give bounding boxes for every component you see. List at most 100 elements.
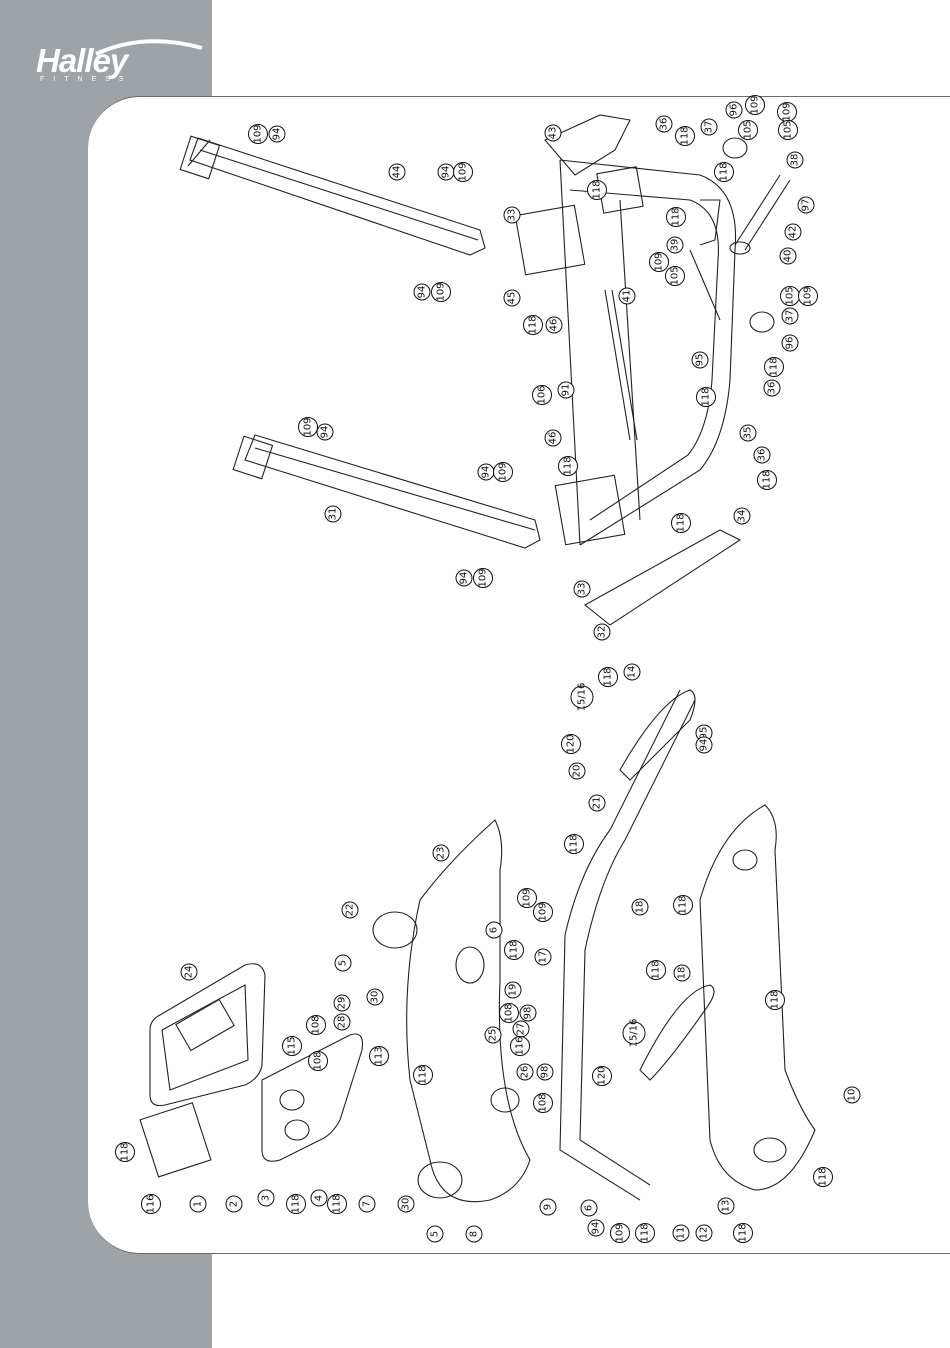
part-callout-label: 109 xyxy=(498,462,509,481)
part-callout: 94 xyxy=(477,463,495,481)
part-callout: 36 xyxy=(763,379,781,397)
part-callout: 33 xyxy=(503,206,521,224)
part-callout: 108 xyxy=(306,1015,326,1035)
grip-20 xyxy=(619,689,715,1081)
part-callout: 6 xyxy=(485,921,503,939)
main-frame-35 xyxy=(514,159,737,546)
part-callout-label: 94 xyxy=(441,166,452,179)
part-callout: 6 xyxy=(580,1199,598,1217)
part-callout: 5 xyxy=(334,954,352,972)
part-callout: 9 xyxy=(539,1198,557,1216)
part-callout-label: 94 xyxy=(699,739,710,752)
part-callout: 118 xyxy=(523,315,543,335)
part-callout-label: 37 xyxy=(785,310,796,323)
part-callout-label: 118 xyxy=(569,834,580,853)
part-callout-label: 94 xyxy=(481,466,492,479)
part-callout-label: 118 xyxy=(701,387,712,406)
part-callout: 2 xyxy=(225,1195,243,1213)
part-callout-label: 41 xyxy=(622,290,633,303)
part-callout-label: 118 xyxy=(676,513,687,532)
part-callout-label: 30 xyxy=(370,991,381,1004)
part-callout: 118 xyxy=(646,960,666,980)
part-callout: 116 xyxy=(141,1194,161,1214)
part-callout-label: 40 xyxy=(783,250,794,263)
part-callout-label: 20 xyxy=(572,765,583,778)
logo-swoosh-icon xyxy=(95,39,203,56)
part-callout-label: 18 xyxy=(677,967,688,980)
part-callout-label: 118 xyxy=(738,1223,749,1242)
part-callout: 120 xyxy=(592,1066,612,1086)
wheel-37-top xyxy=(722,137,748,159)
part-callout: 30 xyxy=(397,1195,415,1213)
part-callout-label: 23 xyxy=(436,847,447,860)
part-callout: 36 xyxy=(655,115,673,133)
part-callout: 18 xyxy=(631,898,649,916)
part-callout: 27 xyxy=(512,1020,530,1038)
part-callout: 10 xyxy=(843,1086,861,1104)
part-callout-label: 94 xyxy=(272,128,283,141)
part-callout: 95 xyxy=(691,351,709,369)
part-callout: 118 xyxy=(675,126,695,146)
part-callout: 29 xyxy=(333,994,351,1012)
part-callout-label: 98 xyxy=(540,1066,551,1079)
part-callout-label: 3 xyxy=(261,1195,272,1201)
part-callout: 115 xyxy=(282,1036,302,1056)
part-callout-label: 36 xyxy=(767,382,778,395)
part-callout-label: 105 xyxy=(783,120,794,139)
part-callout: 109 xyxy=(777,102,797,122)
part-callout: 46 xyxy=(544,429,562,447)
part-callout-label: 108 xyxy=(538,1093,549,1112)
speaker-cover-4 xyxy=(261,1033,364,1162)
part-callout-label: 27 xyxy=(516,1023,527,1036)
shroud-9 xyxy=(406,819,531,1203)
part-callout-label: 120 xyxy=(566,734,577,753)
part-callout-label: 109 xyxy=(803,286,814,305)
part-callout: 94 xyxy=(413,283,431,301)
part-callout-label: 109 xyxy=(253,124,264,143)
part-callout: 7 xyxy=(358,1195,376,1213)
part-callout: 23 xyxy=(432,844,450,862)
part-callout-label: 24 xyxy=(184,966,195,979)
part-callout: 118 xyxy=(598,667,618,687)
part-callout-label: 39 xyxy=(670,239,681,252)
part-callout-label: 34 xyxy=(737,510,748,523)
part-callout: 25 xyxy=(484,1026,502,1044)
part-callout: 94 xyxy=(587,1219,605,1237)
part-callout-label: 113 xyxy=(374,1046,385,1065)
part-callout: 13 xyxy=(717,1197,735,1215)
part-callout-label: 109 xyxy=(538,902,549,921)
part-callout-label: 109 xyxy=(458,162,469,181)
part-callout-label: 44 xyxy=(392,166,403,179)
part-callout: 17 xyxy=(534,948,552,966)
part-callout: 105 xyxy=(780,286,800,306)
part-callout-label: 94 xyxy=(417,286,428,299)
part-callout-label: 7 xyxy=(362,1201,373,1207)
part-callout: 118 xyxy=(696,387,716,407)
part-callout-label: 22 xyxy=(345,904,356,917)
part-callout: 109 xyxy=(248,124,268,144)
part-callout: 109 xyxy=(798,286,818,306)
part-callout-label: 15/16 xyxy=(577,683,588,712)
part-callout: 28 xyxy=(333,1013,351,1031)
part-callout: 118 xyxy=(813,1167,833,1187)
part-callout-label: 116 xyxy=(515,1036,526,1055)
part-callout: 15/16 xyxy=(570,683,594,712)
part-callout: 109 xyxy=(473,568,493,588)
part-callout-label: 109 xyxy=(478,568,489,587)
part-callout-label: 45 xyxy=(507,292,518,305)
part-callout: 30 xyxy=(366,988,384,1006)
part-callout: 31 xyxy=(324,505,342,523)
part-callout: 12 xyxy=(695,1224,713,1242)
handlebar-19 xyxy=(559,689,696,1201)
part-callout: 34 xyxy=(733,507,751,525)
part-callout: 96 xyxy=(725,101,743,119)
part-callout: 109 xyxy=(431,282,451,302)
part-callout: 108 xyxy=(308,1051,328,1071)
part-callout-label: 118 xyxy=(762,470,773,489)
part-callout-label: 118 xyxy=(770,990,781,1009)
part-callout-label: 32 xyxy=(597,626,608,639)
part-callout-label: 42 xyxy=(788,226,799,239)
part-callout-label: 4 xyxy=(314,1195,325,1201)
part-callout: 43 xyxy=(544,124,562,142)
roller-42 xyxy=(729,174,791,255)
